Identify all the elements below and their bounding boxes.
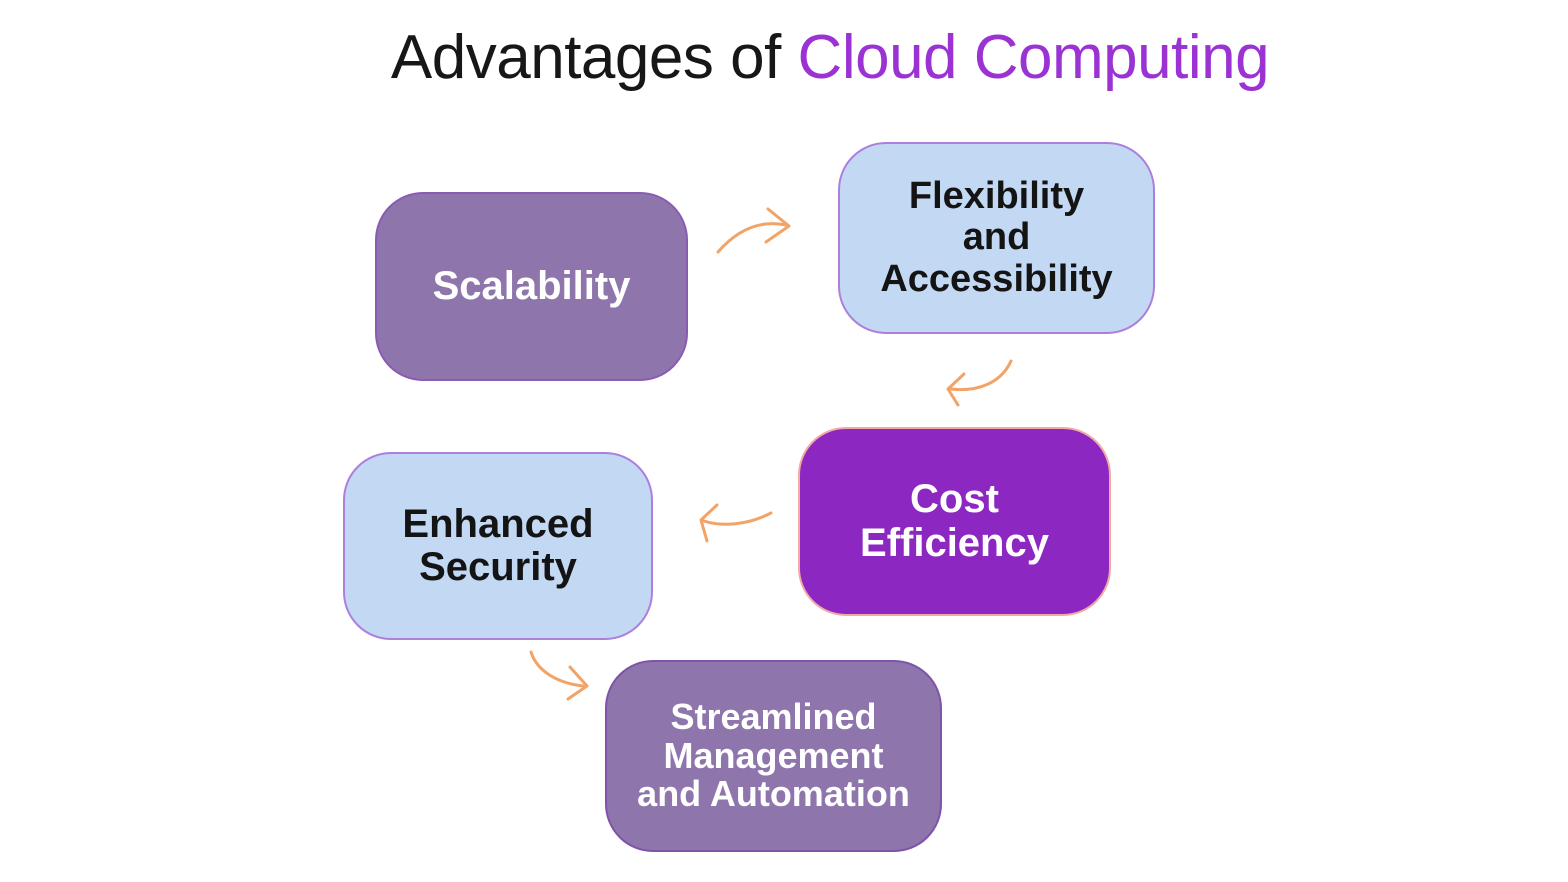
arrow-scalability-to-flexibility-icon — [716, 207, 791, 254]
title-highlight: Cloud Computing — [797, 23, 1270, 92]
box-streamlined-management-automation-label: Streamlined Management and Automation — [637, 695, 910, 815]
arrow-flexibility-to-cost-icon — [946, 359, 1013, 407]
box-enhanced-security-label: Enhanced Security — [402, 501, 594, 589]
arrow-cost-to-security-icon — [699, 503, 773, 543]
box-flexibility-accessibility-label: Flexibility and Accessibility — [880, 175, 1113, 300]
page-title: Advantages of Cloud Computing — [390, 22, 1270, 93]
box-flexibility-accessibility: Flexibility and Accessibility — [838, 142, 1155, 334]
box-cost-efficiency-label: Cost Efficiency — [860, 477, 1049, 565]
box-streamlined-management-automation: Streamlined Management and Automation — [605, 660, 942, 852]
box-cost-efficiency: Cost Efficiency — [798, 427, 1111, 616]
arrow-security-to-streamlined-icon — [529, 650, 589, 701]
box-scalability-label: Scalability — [432, 263, 631, 308]
box-scalability: Scalability — [375, 192, 688, 381]
box-enhanced-security: Enhanced Security — [343, 452, 653, 640]
title-prefix: Advantages of — [390, 23, 798, 92]
